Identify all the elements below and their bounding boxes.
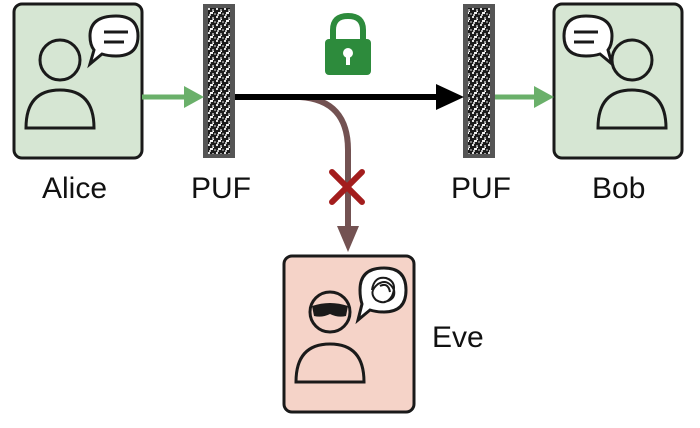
bob-label: Bob [592,172,646,205]
eve-box [282,254,416,414]
eve-label: Eve [432,321,484,354]
intercept-arrow [299,94,359,252]
alice-label: Alice [42,172,108,205]
padlock-icon [325,12,371,75]
alice-box [12,2,144,160]
bob-box [552,2,684,160]
alice-speech-bubble-icon [87,14,140,69]
x-mark-icon [329,169,365,205]
main-channel-arrow [235,84,464,110]
puf-left-strip [203,4,235,158]
alice-to-puf-arrow [142,86,204,108]
eve-person-icon [294,290,366,384]
puf-left-label: PUF [191,172,251,205]
bob-speech-bubble-icon [562,14,615,69]
scribble-speech-bubble-icon [355,266,408,325]
eve-mask-icon [312,303,348,317]
puf-right-label: PUF [451,172,511,205]
alice-person-icon [24,38,96,130]
puf-right-strip [463,4,495,158]
puf-to-bob-arrow [495,86,554,108]
